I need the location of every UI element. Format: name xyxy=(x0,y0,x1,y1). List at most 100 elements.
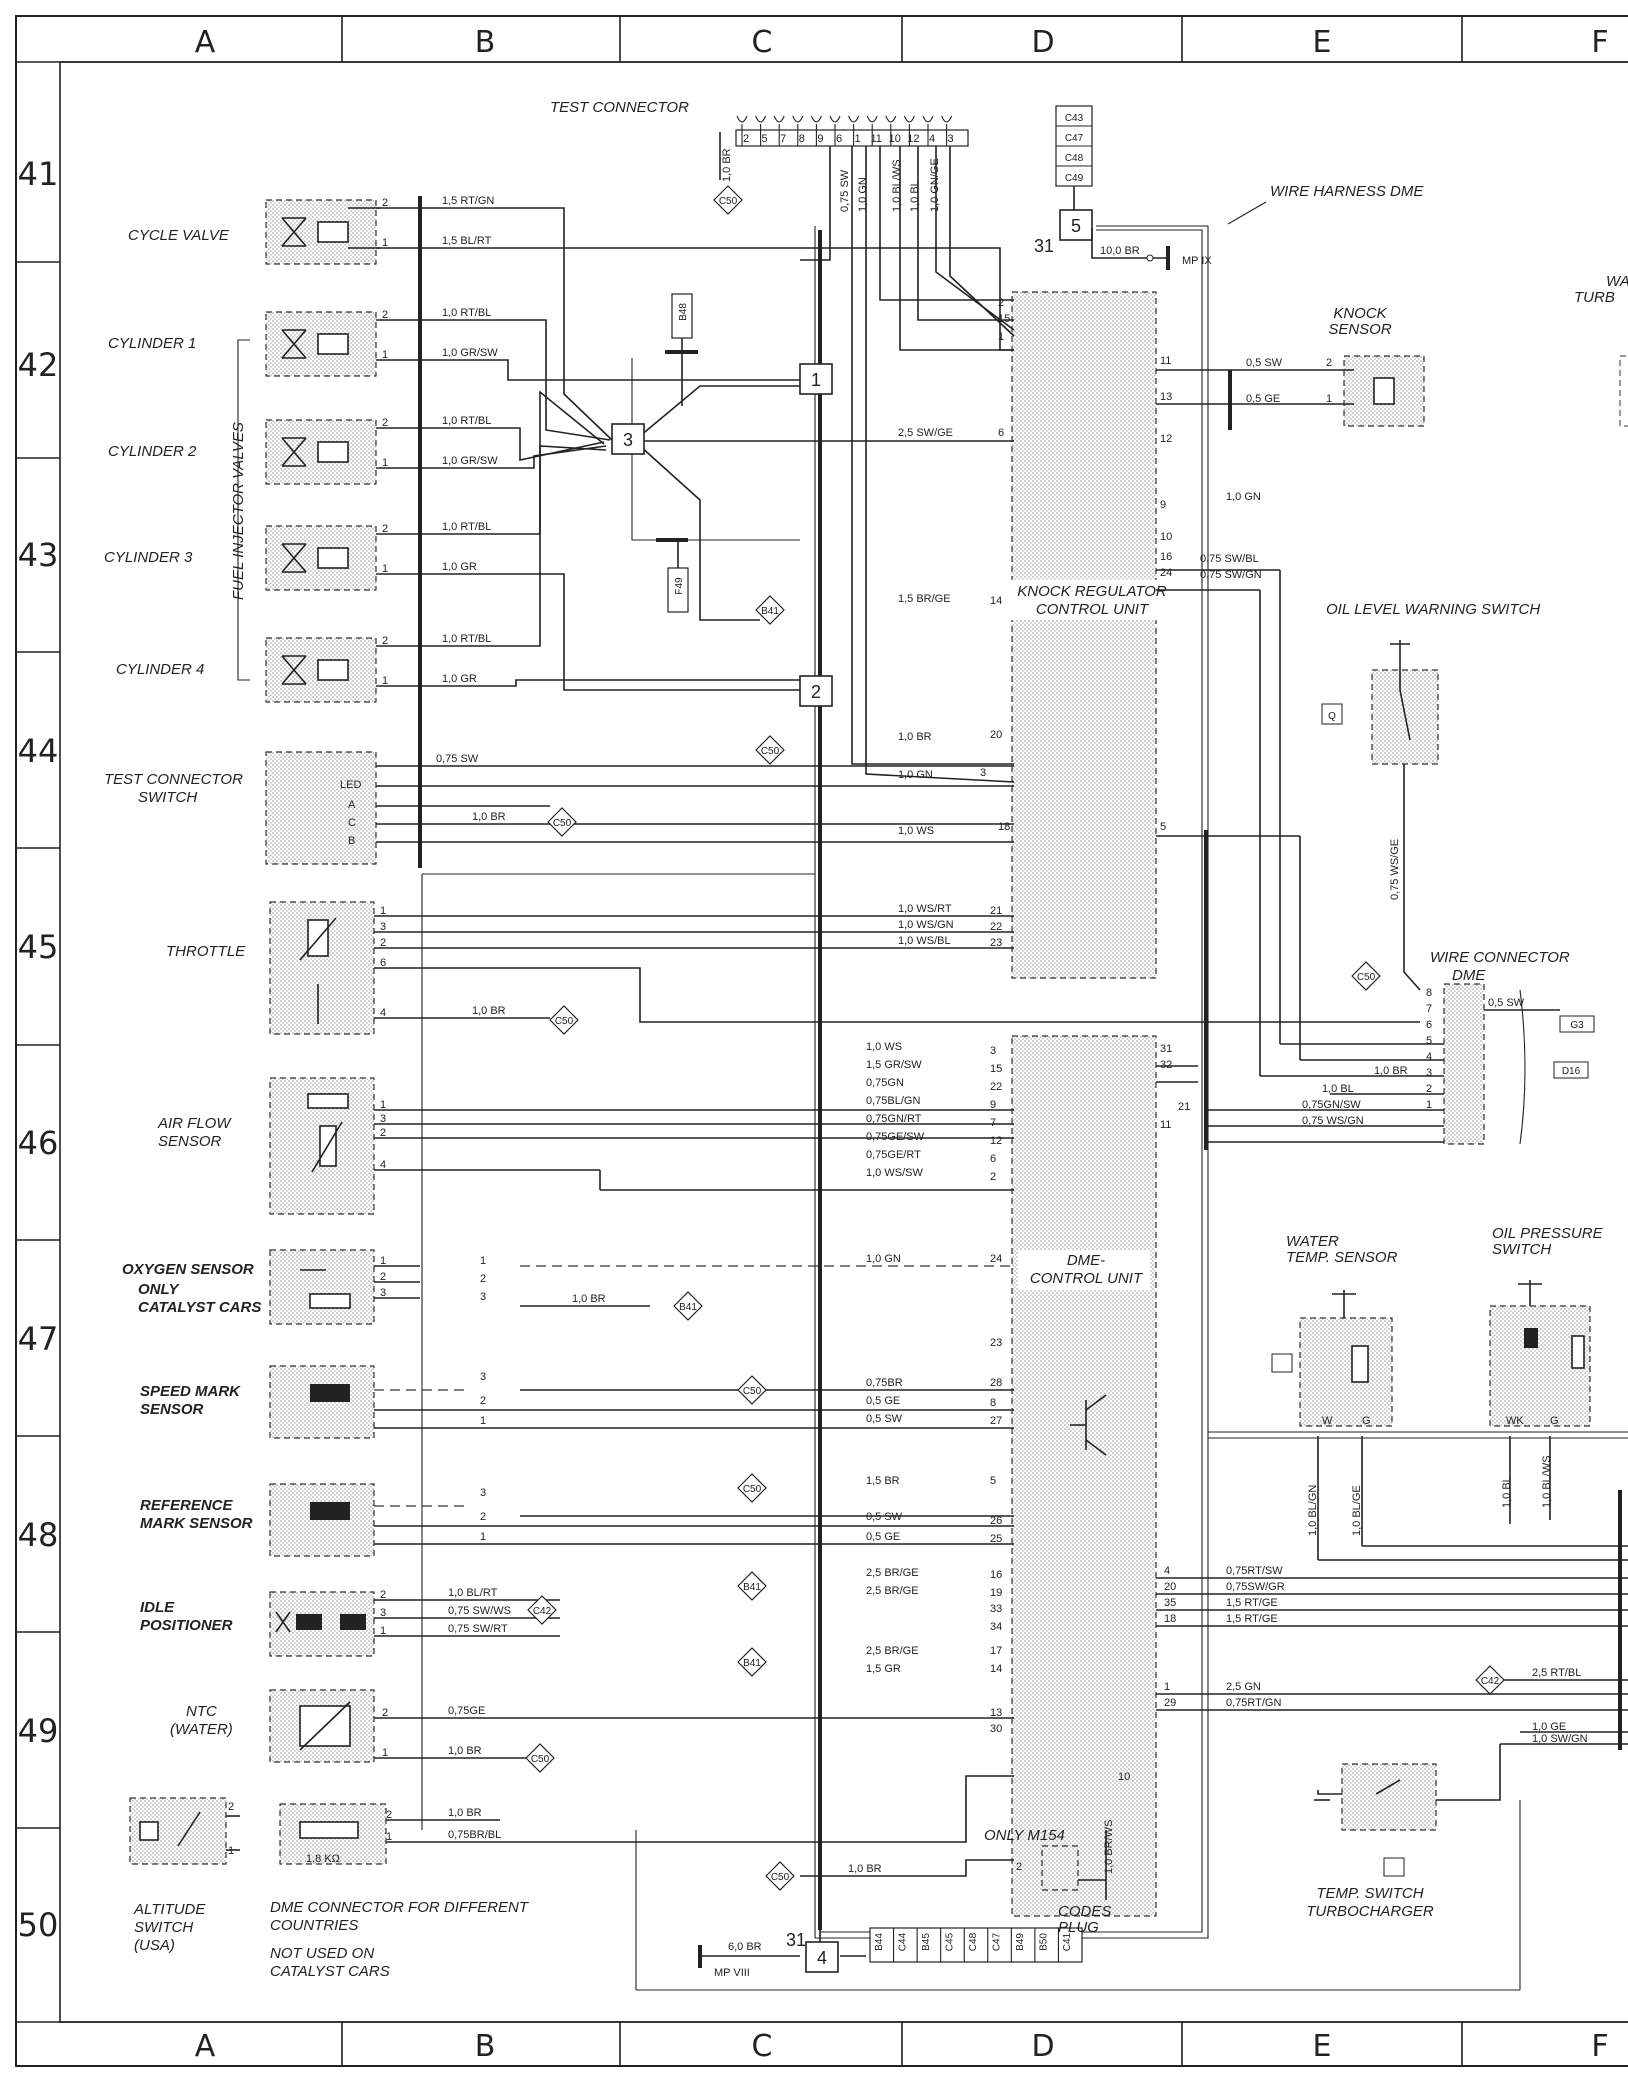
svg-text:23: 23 xyxy=(990,937,1002,949)
svg-text:19: 19 xyxy=(990,1587,1002,1599)
svg-text:D16: D16 xyxy=(1562,1066,1581,1077)
row-header-41: 41 xyxy=(18,155,59,193)
svg-text:28: 28 xyxy=(990,1377,1002,1389)
test-connector-pin-icon xyxy=(922,115,934,123)
idle-label-1: IDLE xyxy=(140,1599,175,1616)
svg-text:LED: LED xyxy=(340,779,361,791)
wire-label: 1,0 BR xyxy=(448,1745,482,1757)
wire-label: 0,75RT/SW xyxy=(1226,1565,1283,1577)
svg-text:14: 14 xyxy=(990,1663,1002,1675)
wire-label: 0,75 SW/RT xyxy=(448,1623,508,1635)
svg-text:1: 1 xyxy=(480,1531,486,1543)
svg-text:16: 16 xyxy=(1160,551,1172,563)
svg-text:MP IX: MP IX xyxy=(1182,255,1212,267)
wire-label: 1,0 GR xyxy=(442,561,477,573)
svg-text:11: 11 xyxy=(1160,1119,1171,1131)
svg-text:2: 2 xyxy=(386,1809,392,1821)
wire-label: 1,0 BL/GN xyxy=(1307,1485,1319,1536)
dme-connector-label-2: COUNTRIES xyxy=(270,1917,358,1934)
oxygen-sensor: OXYGEN SENSOR ONLY CATALYST CARS xyxy=(122,1249,375,1325)
wire-label: 1,0 BR xyxy=(572,1293,606,1305)
reference-diamond xyxy=(737,1375,767,1405)
col-header-f: F xyxy=(1591,25,1608,60)
cylinder-4-label: CYLINDER 4 xyxy=(116,661,204,678)
wire-label: 1,0 WS xyxy=(898,825,934,837)
reference-diamond xyxy=(737,1647,767,1677)
oxygen-label-1: OXYGEN SENSOR xyxy=(122,1261,254,1278)
wire-label: 1,0 BR xyxy=(1374,1065,1408,1077)
reference-diamond-label: C50 xyxy=(555,1016,574,1027)
reference-mark-sensor: REFERENCE MARK SENSOR xyxy=(140,1483,375,1557)
svg-text:2: 2 xyxy=(382,309,388,321)
node-5: 5 xyxy=(1059,209,1093,241)
idle-label-2: POSITIONER xyxy=(140,1617,233,1634)
svg-text:18: 18 xyxy=(1164,1613,1176,1625)
cylinder-3: CYLINDER 3 xyxy=(104,525,377,591)
svg-text:2: 2 xyxy=(1426,1083,1432,1095)
svg-text:3: 3 xyxy=(380,921,386,933)
wire-label: 0,5 GE xyxy=(866,1531,900,1543)
svg-text:WATER: WATER xyxy=(1286,1233,1339,1250)
svg-text:1: 1 xyxy=(380,1255,386,1267)
col-footer-b: B xyxy=(475,2029,496,2064)
svg-text:1: 1 xyxy=(382,1747,388,1759)
test-connector-pin: 4 xyxy=(929,133,935,145)
wire-label: 1,0 BR xyxy=(721,148,733,182)
svg-text:2: 2 xyxy=(1326,357,1332,369)
svg-text:17: 17 xyxy=(990,1645,1002,1657)
altitude-label-1: ALTITUDE xyxy=(133,1901,206,1918)
partial-right-labels: WA TURB xyxy=(1574,273,1628,427)
altitude-label-2: SWITCH xyxy=(134,1919,193,1936)
svg-text:3: 3 xyxy=(623,430,633,450)
svg-text:1: 1 xyxy=(811,370,821,390)
svg-text:DME: DME xyxy=(1452,967,1486,984)
cylinder-2-label: CYLINDER 2 xyxy=(108,443,197,460)
test-connector-pin-icon xyxy=(829,115,841,123)
wire-label: 0,75RT/GN xyxy=(1226,1697,1281,1709)
svg-text:1: 1 xyxy=(386,1831,392,1843)
wire-label: 0,75GE/SW xyxy=(866,1131,925,1143)
reference-diamond xyxy=(527,1595,557,1625)
svg-text:8: 8 xyxy=(990,1397,996,1409)
svg-text:10: 10 xyxy=(1118,1771,1130,1783)
svg-text:20: 20 xyxy=(1164,1581,1176,1593)
svg-text:2: 2 xyxy=(228,1801,234,1813)
svg-text:PLUG: PLUG xyxy=(1058,1919,1099,1936)
wire-label: 1,5 BR xyxy=(866,1475,900,1487)
svg-text:1: 1 xyxy=(998,331,1004,343)
node-2: 2 xyxy=(799,675,833,707)
col-header-c: C xyxy=(752,25,773,60)
oil-level-warning-switch: OIL LEVEL WARNING SWITCH Q xyxy=(1321,601,1540,991)
temp-switch-turbo: TEMP. SWITCH TURBOCHARGER xyxy=(1306,1763,1437,1920)
wire-label: 0,75BR xyxy=(866,1377,903,1389)
wire-label: 1,5 RT/GN xyxy=(442,195,494,207)
wire-label: 1,0 WS/SW xyxy=(866,1167,923,1179)
wire-label: 1,0 GN/GE xyxy=(929,158,941,212)
wire-label: 1,0 BR xyxy=(898,731,932,743)
svg-text:C43: C43 xyxy=(1065,113,1084,124)
svg-text:24: 24 xyxy=(990,1253,1002,1265)
svg-text:DME-: DME- xyxy=(1067,1252,1105,1269)
test-connector-pin: 1 xyxy=(855,133,861,145)
reference-diamond-label: C42 xyxy=(1481,1676,1500,1687)
svg-text:3: 3 xyxy=(380,1607,386,1619)
reference-box xyxy=(671,293,693,339)
wire-label: 2,5 BR/GE xyxy=(866,1567,919,1579)
row-header-45: 45 xyxy=(18,928,59,966)
svg-text:16: 16 xyxy=(990,1569,1002,1581)
not-used-label-1: NOT USED ON xyxy=(270,1945,374,1962)
not-used-label-2: CATALYST CARS xyxy=(270,1963,390,1980)
wire-harness-outline xyxy=(421,225,1628,1991)
svg-text:1: 1 xyxy=(382,349,388,361)
svg-text:1: 1 xyxy=(380,1625,386,1637)
row-header-49: 49 xyxy=(18,1712,59,1750)
wire-label: 1,0 BL/WS xyxy=(891,159,903,212)
svg-text:3: 3 xyxy=(380,1287,386,1299)
svg-text:CONTROL UNIT: CONTROL UNIT xyxy=(1030,1270,1144,1287)
wire-label: 0,75 SW/WS xyxy=(448,1605,511,1617)
svg-text:5: 5 xyxy=(1160,821,1166,833)
reference-diamond xyxy=(737,1571,767,1601)
svg-text:2: 2 xyxy=(382,1707,388,1719)
